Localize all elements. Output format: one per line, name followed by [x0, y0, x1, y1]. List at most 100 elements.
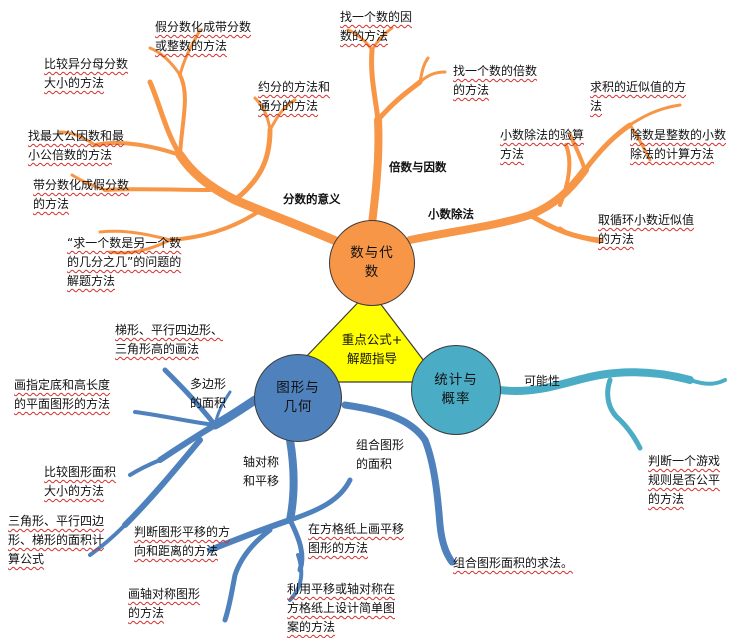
- leaf-sanjiao-line-3: 算公式: [8, 552, 45, 566]
- geometry-node: 图形与几何: [254, 354, 342, 442]
- leaf-jisi-line-2: 法: [590, 99, 603, 113]
- algebra-node-line-2: 数: [364, 264, 380, 280]
- leaf-bijiao-mianji-line-1: 比较图形面积: [44, 465, 117, 479]
- leaf-youxi: 判断一个游戏 规则是否公平 的方法: [648, 452, 720, 509]
- leaf-liyong: 利用平移或轴对称在 方格纸上设计简单图 案的方法: [287, 580, 395, 637]
- geometry-branch-duobian: 多边形 的面积: [190, 375, 226, 413]
- leaf-sanjiao-line-2: 形、梯形的面积计: [8, 533, 105, 547]
- leaf-xunhuan-line-2: 的方法: [598, 232, 635, 246]
- leaf-fangge-line-1: 在方格纸上画平移: [308, 522, 405, 536]
- leaf-youxi-line-1: 判断一个游戏: [648, 454, 721, 468]
- leaf-yansuan-line-2: 方法: [500, 147, 525, 161]
- leaf-bijiao-fenshu-line-2: 大小的方法: [44, 76, 105, 90]
- leaf-huazhou-line-1: 画轴对称图形: [128, 587, 201, 601]
- leaf-jiafen-line-2: 或整数的方法: [155, 39, 228, 53]
- leaf-zhengshu-line-2: 除法的计算方法: [630, 147, 715, 161]
- center-line-2: 解题指导: [346, 351, 397, 366]
- geometry-trunk-right: [341, 401, 456, 566]
- leaf-sanjiao-gongshi: 三角形、平行四边 形、梯形的面积计 算公式: [8, 512, 104, 569]
- leaf-qiu-line-2: 的几分之几”的问题的: [67, 255, 182, 269]
- algebra-branch-fenshu: 分数的意义: [283, 192, 341, 206]
- algebra-branches: [58, 26, 682, 255]
- geometry-branch-duobian-line-1: 多边形: [190, 377, 227, 391]
- leaf-huazhou-line-2: 的方法: [128, 606, 165, 620]
- leaf-zuhe-qiufa: 组合图形面积的求法。: [453, 554, 573, 573]
- leaf-yinshu-line-1: 找一个数的因: [340, 10, 413, 24]
- leaf-zuhe-qiufa-line-1: 组合图形面积的求法。: [453, 556, 574, 570]
- leaf-zhengshu: 除数是整数的小数 除法的计算方法: [630, 126, 726, 164]
- geometry-branch-zhoudui-line-1: 轴对称: [243, 455, 280, 469]
- leaf-liyong-line-1: 利用平移或轴对称在: [287, 582, 396, 596]
- geometry-branch-zuhe-line-1: 组合图形: [356, 438, 405, 452]
- geometry-node-line-1: 图形与: [276, 380, 320, 396]
- leaf-beishu-line-2: 的方法: [453, 83, 490, 97]
- leaf-zhao-gongyin-line-1: 找最大公因数和最: [28, 129, 125, 143]
- geometry-node-line-2: 几何: [283, 399, 313, 415]
- leaf-pingyi-line-1: 判断图形平移的方: [134, 525, 231, 539]
- stats-branch-kenengxing: 可能性: [524, 374, 561, 388]
- geometry-trunk-down: [286, 436, 298, 524]
- leaf-huazhi: 画指定底和高长度 的平面图形的方法: [14, 376, 110, 414]
- leaf-fangge-line-2: 图形的方法: [308, 541, 369, 555]
- leaf-bijiao-fenshu: 比较异分母分数 大小的方法: [44, 55, 128, 93]
- leaf-qiu-line-1: “求一个数是另一个数: [67, 236, 182, 250]
- stats-node-line-2: 概率: [441, 391, 471, 407]
- leaf-yinshu-line-2: 数的方法: [340, 29, 389, 43]
- algebra-branch-xiaoshu: 小数除法: [428, 207, 474, 221]
- algebra-trunk-right: [406, 166, 589, 244]
- leaf-tixing-gao: 梯形、平行四边形、 三角形高的画法: [115, 321, 223, 359]
- leaf-sanjiao-line-1: 三角形、平行四边: [8, 514, 105, 528]
- leaf-jisi: 求积的近似值的方 法: [590, 78, 686, 116]
- center-line-1: 重点公式+: [341, 332, 403, 347]
- leaf-daifen-line-1: 带分数化成假分数: [33, 178, 130, 192]
- geometry-trunk-left: [210, 395, 260, 430]
- geometry-branch-zhoudui-line-2: 和平移: [243, 474, 280, 488]
- leaf-xunhuan-line-1: 取循环小数近似值: [598, 213, 695, 227]
- stats-trunk: [496, 368, 694, 395]
- leaf-yansuan-line-1: 小数除法的验算: [500, 128, 585, 142]
- leaf-beishu-line-1: 找一个数的倍数: [453, 64, 538, 78]
- leaf-jiafen-line-1: 假分数化成带分数: [155, 20, 252, 34]
- leaf-qiu-jifenzhiji: “求一个数是另一个数 的几分之几”的问题的 解题方法: [67, 234, 181, 291]
- leaf-bijiao-fenshu-line-1: 比较异分母分数: [44, 57, 129, 71]
- leaf-huazhou: 画轴对称图形 的方法: [128, 585, 200, 623]
- leaf-tixing-line-2: 三角形高的画法: [115, 342, 200, 356]
- leaf-liyong-line-2: 方格纸上设计简单图: [287, 601, 396, 615]
- geometry-branch-zuhe-line-2: 的面积: [356, 457, 393, 471]
- leaf-jisi-line-1: 求积的近似值的方: [590, 80, 687, 94]
- leaf-tixing-line-1: 梯形、平行四边形、: [115, 323, 224, 337]
- leaf-huazhi-line-1: 画指定底和高长度: [14, 378, 111, 392]
- leaf-pingyi-line-2: 向和距离的方法: [134, 544, 219, 558]
- leaf-youxi-line-2: 规则是否公平: [648, 473, 721, 487]
- leaf-xunhuan: 取循环小数近似值 的方法: [598, 211, 694, 249]
- leaf-yuefen: 约分的方法和 通分的方法: [258, 78, 330, 116]
- stats-node: 统计与概率: [411, 345, 501, 435]
- leaf-daifen: 带分数化成假分数 的方法: [33, 176, 129, 214]
- geometry-branch-zuhe: 组合图形 的面积: [356, 436, 404, 474]
- leaf-beishu: 找一个数的倍数 的方法: [453, 62, 537, 100]
- leaf-yansuan: 小数除法的验算 方法: [500, 126, 584, 164]
- leaf-youxi-line-3: 的方法: [648, 492, 685, 506]
- algebra-branch-beishu: 倍数与因数: [389, 160, 447, 174]
- leaf-liyong-line-3: 案的方法: [287, 620, 336, 634]
- leaf-fangge: 在方格纸上画平移 图形的方法: [308, 520, 404, 558]
- leaf-zhengshu-line-1: 除数是整数的小数: [630, 128, 727, 142]
- center-label: 重点公式+ 解题指导: [322, 330, 422, 368]
- geometry-branches: [88, 367, 456, 623]
- algebra-node: 数与代数: [329, 220, 415, 306]
- leaf-zhao-gongyin: 找最大公因数和最 小公倍数的方法: [28, 127, 124, 165]
- stats-branches: [496, 368, 727, 451]
- leaf-daifen-line-2: 的方法: [33, 197, 70, 211]
- leaf-qiu-line-3: 解题方法: [67, 274, 116, 288]
- stats-node-line-1: 统计与: [434, 372, 478, 388]
- leaf-huazhi-line-2: 的平面图形的方法: [14, 397, 111, 411]
- geometry-branch-duobian-line-2: 的面积: [190, 396, 227, 410]
- leaf-pingyi: 判断图形平移的方 向和距离的方法: [134, 523, 230, 561]
- leaf-zhao-gongyin-line-2: 小公倍数的方法: [28, 148, 113, 162]
- leaf-yuefen-line-2: 通分的方法: [258, 99, 319, 113]
- algebra-node-line-1: 数与代: [350, 245, 394, 261]
- leaf-yinshu: 找一个数的因 数的方法: [340, 8, 412, 46]
- leaf-jiafen: 假分数化成带分数 或整数的方法: [155, 18, 251, 56]
